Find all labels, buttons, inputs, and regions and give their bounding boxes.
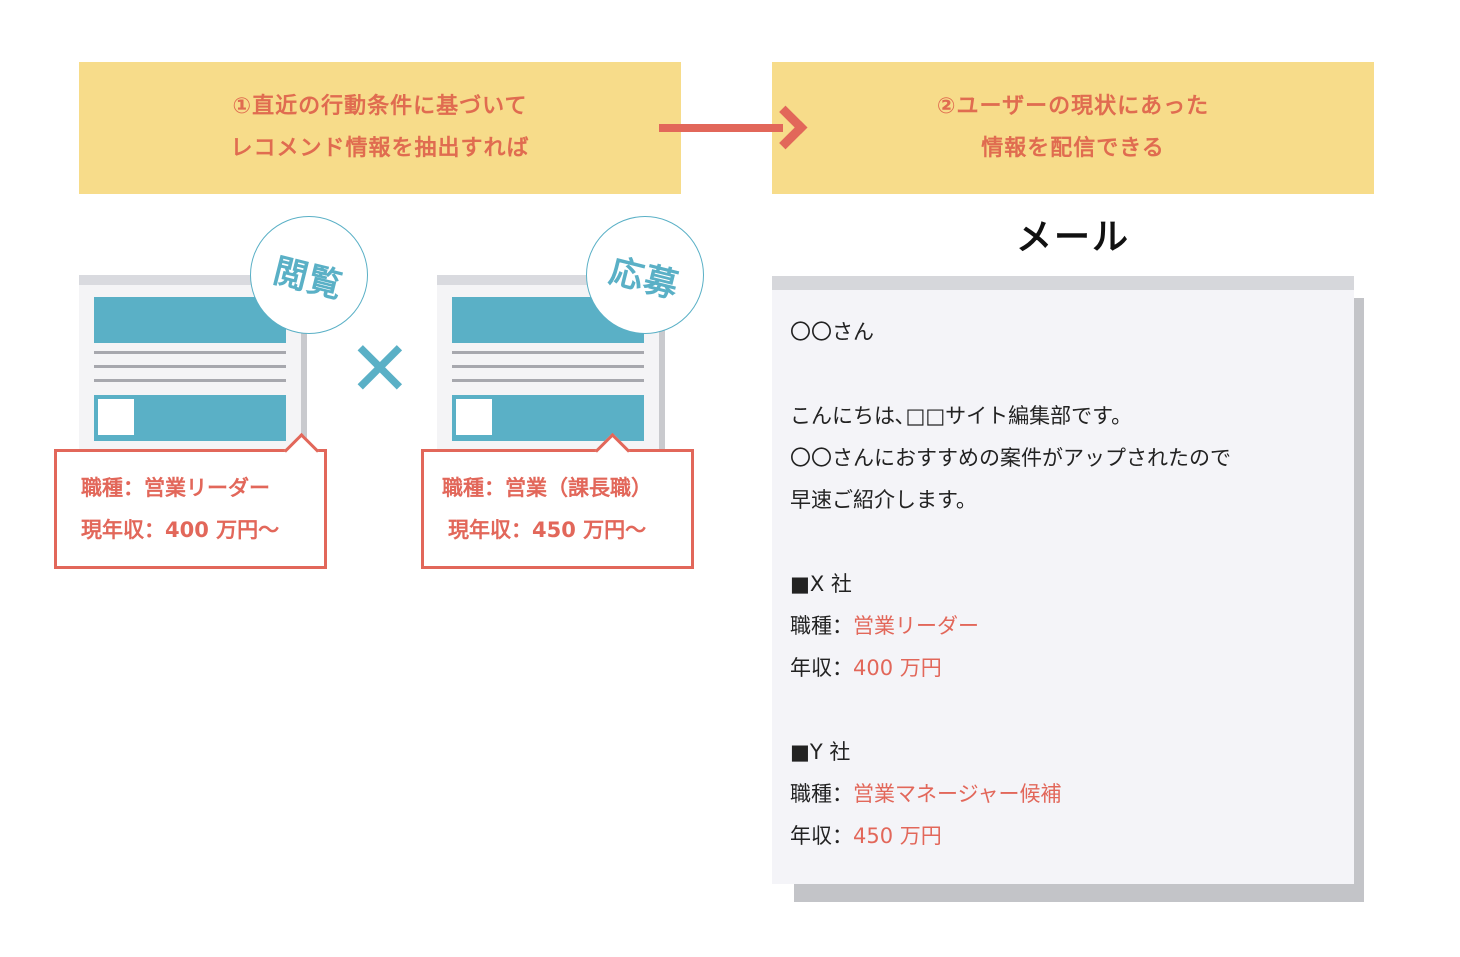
- apply-condition-callout: 職種：営業（課長職） 現年収：450 万円〜: [421, 432, 694, 569]
- text-line: [452, 351, 644, 354]
- thumbnail-icon: [456, 399, 492, 435]
- salary-value: 450 万円: [853, 824, 942, 848]
- step1-banner: ①直近の行動条件に基づいて レコメンド情報を抽出すれば: [79, 62, 681, 194]
- callout2-salary: 現年収：450 万円〜: [448, 518, 647, 542]
- mail-recommend-line: 〇〇さんにおすすめの案件がアップされたので: [790, 446, 1231, 470]
- step2-line2: 情報を配信できる: [981, 136, 1165, 161]
- card-footer-block: [452, 395, 644, 441]
- job-label: 職種：: [790, 614, 853, 638]
- step2-banner: ②ユーザーの現状にあった 情報を配信できる: [772, 62, 1374, 194]
- text-line: [94, 379, 286, 382]
- mail-intro: こんにちは､□□サイト編集部です。: [790, 404, 1133, 428]
- apply-badge-label: 応募: [605, 250, 683, 307]
- company-y-salary: 年収：450 万円: [790, 820, 942, 850]
- step2-line1: ②ユーザーの現状にあった: [936, 94, 1210, 119]
- step1-line2: レコメンド情報を抽出すれば: [230, 136, 530, 161]
- company-y-job: 職種：営業マネージャー候補: [790, 778, 1062, 808]
- salary-value: 400 万円: [853, 656, 942, 680]
- callout1-salary: 現年収：400 万円〜: [81, 518, 280, 542]
- company-x-job: 職種：営業リーダー: [790, 610, 979, 640]
- company-y-heading: ■Y 社: [790, 740, 851, 764]
- card-header-block: [94, 297, 286, 343]
- text-line: [94, 351, 286, 354]
- view-condition-callout: 職種：営業リーダー 現年収：400 万円〜: [54, 432, 327, 569]
- job-label: 職種：: [790, 782, 853, 806]
- callout2-job: 職種：営業（課長職）: [442, 476, 652, 500]
- multiply-icon: ✕: [348, 324, 412, 413]
- text-line: [94, 365, 286, 368]
- step1-line1: ①直近の行動条件に基づいて: [232, 94, 528, 119]
- mail-introduce-line: 早速ご紹介します。: [790, 488, 977, 512]
- mail-greeting: 〇〇さん: [790, 320, 874, 344]
- text-line: [452, 365, 644, 368]
- job-value: 営業リーダー: [853, 614, 979, 638]
- company-x-salary: 年収：400 万円: [790, 652, 942, 682]
- job-value: 営業マネージャー候補: [853, 782, 1062, 806]
- text-line: [452, 379, 644, 382]
- apply-badge: 応募: [586, 216, 704, 334]
- mail-body: 〇〇さん こんにちは､□□サイト編集部です。 〇〇さんにおすすめの案件がアップさ…: [772, 276, 1354, 884]
- salary-label: 年収：: [790, 656, 853, 680]
- view-badge: 閲覧: [250, 216, 368, 334]
- mail-title: メール: [1015, 217, 1130, 258]
- thumbnail-icon: [98, 399, 134, 435]
- card-footer-block: [94, 395, 286, 441]
- company-x-heading: ■X 社: [790, 572, 852, 596]
- salary-label: 年収：: [790, 824, 853, 848]
- callout1-job: 職種：営業リーダー: [81, 476, 270, 500]
- view-badge-label: 閲覧: [269, 250, 347, 307]
